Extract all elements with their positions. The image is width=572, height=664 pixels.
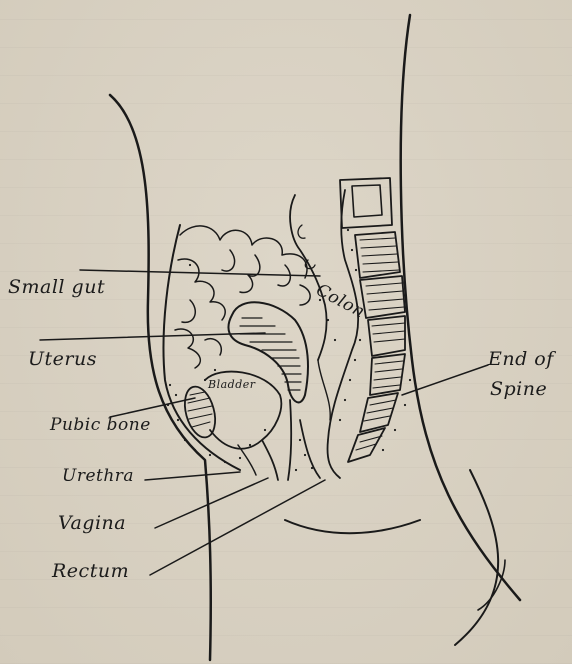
thigh-line-1 <box>455 470 498 645</box>
pubic-bone-shape <box>180 383 221 440</box>
leader-urethra <box>145 472 240 480</box>
label-spine: Spine <box>490 378 547 400</box>
label-vagina: Vagina <box>58 512 126 534</box>
label-small-gut: Small gut <box>8 276 105 298</box>
leader-small-gut <box>80 270 320 276</box>
buttock-line <box>285 520 420 533</box>
spine-shape <box>340 178 405 462</box>
label-bladder: Bladder <box>208 378 256 391</box>
label-rectum: Rectum <box>52 560 129 582</box>
leader-rectum <box>150 480 325 575</box>
small-gut <box>175 226 310 368</box>
vaginal-wall-front <box>262 440 278 480</box>
rectum-lumen <box>318 360 330 420</box>
back-body-outline <box>401 15 520 600</box>
front-wall <box>163 225 240 470</box>
label-urethra: Urethra <box>62 466 134 486</box>
colon-wall-outer <box>328 190 359 478</box>
label-uterus: Uterus <box>28 348 97 370</box>
label-pubic-bone: Pubic bone <box>50 415 151 435</box>
colon-folds <box>298 225 315 269</box>
thigh-line-2 <box>478 560 505 610</box>
recto-vaginal-wall <box>300 420 320 478</box>
vaginal-wall-back <box>288 400 291 480</box>
colon-wall-inner <box>290 195 327 360</box>
label-end-of: End of <box>488 348 554 370</box>
